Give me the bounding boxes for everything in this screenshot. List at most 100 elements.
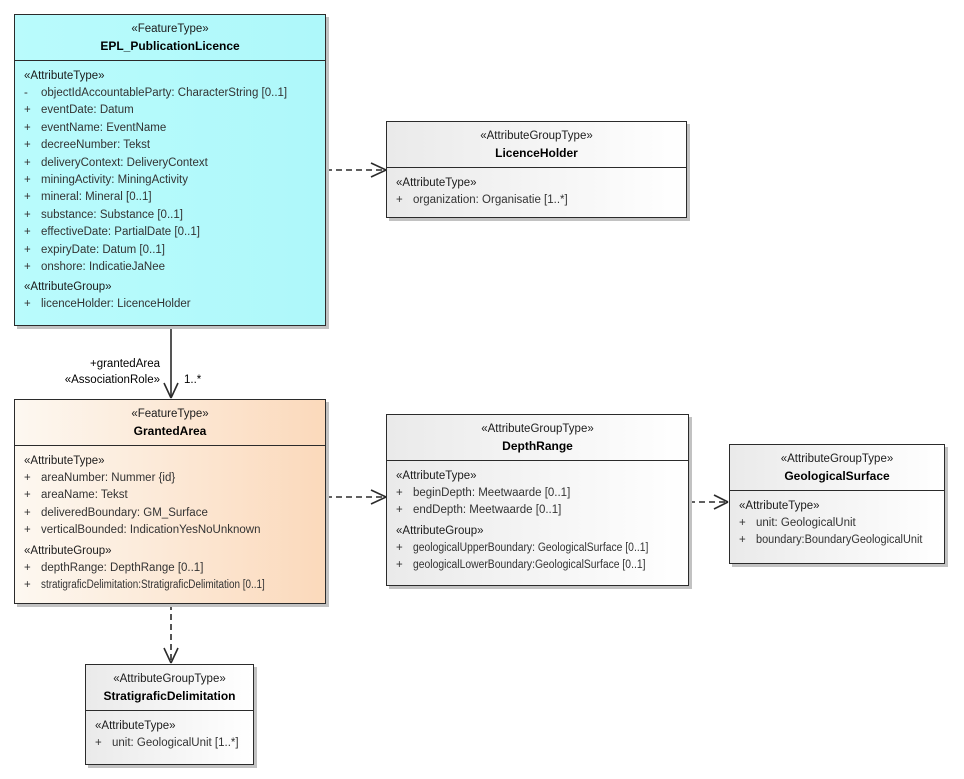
attribute-text: stratigraficDelimitation:StratigraficDel… [41,579,265,592]
association-multiplicity-label: 1..* [184,374,202,386]
attribute-row: + unit: GeologicalUnit [730,515,944,532]
box-name: EPL_PublicationLicence [100,39,240,53]
attribute-text: unit: GeologicalUnit [756,517,856,529]
attribute-row: + depthRange: DepthRange [0..1] [15,560,325,577]
attribute-row: + eventDate: Datum [15,102,325,119]
visibility-marker: + [24,261,31,274]
attribute-row: + endDepth: Meetwaarde [0..1] [387,502,688,519]
attribute-row: + unit: GeologicalUnit [1..*] [86,735,253,752]
attribute-text: onshore: IndicatieJaNee [41,261,166,274]
attribute-text: expiryDate: Datum [0..1] [41,243,165,256]
connector-depthrange-to-geologicalsurface[interactable] [689,494,729,510]
attribute-row: +expiryDate: Datum [0..1] [15,242,325,259]
box-name: LicenceHolder [495,146,578,160]
box-header: «AttributeGroupType» DepthRange [387,415,688,461]
connector-grantedarea-to-stratigraficdelimitation[interactable] [163,604,179,664]
attribute-text: beginDepth: Meetwaarde [0..1] [413,487,571,499]
attribute-text: eventName: EventName [41,121,167,134]
attribute-row: + mineral: Mineral [0..1] [15,189,325,206]
visibility-marker: + [24,208,31,221]
attribute-row: + effectiveDate: PartialDate [0..1] [15,224,325,241]
class-box-epl-publicationlicence[interactable]: «FeatureType» EPL_PublicationLicence «At… [14,14,326,326]
association-stereotype-label: «AssociationRole» [64,374,160,386]
section-header: «AttributeType» [396,470,477,482]
section-header: «AttributeGroup» [24,281,112,294]
stereotype-label: «FeatureType» [131,408,209,420]
attribute-text: areaName: Tekst [41,489,128,502]
attribute-row: + beginDepth: Meetwaarde [0..1] [387,485,688,502]
attribute-text: verticalBounded: IndicationYesNoUnknown [41,524,261,537]
attribute-row: +boundary:BoundaryGeologicalUnit [730,532,944,549]
attribute-row: +organization: Organisatie [1..*] [387,192,686,209]
attribute-row: +geologicalLowerBoundary:GeologicalSurfa… [387,557,688,574]
attribute-row: + miningActivity: MiningActivity [15,172,325,189]
attribute-text: mineral: Mineral [0..1] [41,191,152,204]
attribute-text: depthRange: DepthRange [0..1] [41,561,204,574]
attribute-text: effectiveDate: PartialDate [0..1] [41,226,200,239]
visibility-marker: + [396,504,403,517]
stereotype-label: «AttributeGroupType» [481,423,594,435]
attribute-row: +decreeNumber: Tekst [15,137,325,154]
visibility-marker: + [24,121,31,134]
visibility-marker: + [24,506,31,519]
attribute-text: deliveryContext: DeliveryContext [41,156,208,169]
attribute-text: organization: Organisatie [1..*] [413,194,568,206]
attribute-row: + geologicalUpperBoundary: GeologicalSurf… [387,540,688,557]
section-header: «AttributeType» [739,500,820,512]
attribute-text: miningActivity: MiningActivity [41,174,188,187]
attribute-text: boundary:BoundaryGeologicalUnit [756,534,923,547]
class-box-geologicalsurface[interactable]: «AttributeGroupType» GeologicalSurface «… [729,444,945,564]
visibility-marker: + [24,226,31,239]
attribute-text: endDepth: Meetwaarde [0..1] [413,504,562,517]
attribute-row: + deliveredBoundary: GM_Surface [15,505,325,522]
visibility-marker: + [396,541,403,554]
visibility-marker: + [24,472,31,484]
stereotype-label: «AttributeGroupType» [480,130,593,142]
section-header: «AttributeType» [24,455,105,467]
visibility-marker: + [24,191,31,204]
class-box-stratigraficdelimitation[interactable]: «AttributeGroupType» StratigraficDelimit… [85,664,254,765]
attribute-row: +licenceHolder: LicenceHolder [15,296,325,313]
visibility-marker: + [24,174,31,187]
attribute-row: + eventName: EventName [15,120,325,137]
box-name: GrantedArea [133,424,207,438]
box-body: «AttributeType» + unit: GeologicalUnit +b… [730,491,944,554]
attribute-text: decreeNumber: Tekst [41,139,151,152]
box-name: StratigraficDelimitation [103,689,236,703]
section-header: «AttributeGroup» [24,544,112,557]
attribute-text: areaNumber: Nummer {id} [41,472,176,484]
connector-epl-to-grantedarea[interactable] [163,326,179,399]
box-body: «AttributeType» +organization: Organisat… [387,168,686,213]
visibility-marker: + [24,104,31,117]
visibility-marker: - [24,87,28,99]
visibility-marker: + [24,579,31,592]
box-name: GeologicalSurface [784,469,890,483]
visibility-marker: + [396,487,403,499]
class-box-depthrange[interactable]: «AttributeGroupType» DepthRange «Attribu… [386,414,689,586]
connector-grantedarea-to-depthrange[interactable] [326,489,387,505]
box-body: «AttributeType» -objectIdAccountablePart… [15,61,325,318]
attribute-text: eventDate: Datum [41,104,134,117]
visibility-marker: + [95,737,102,749]
class-box-grantedarea[interactable]: «FeatureType» GrantedArea «AttributeType… [14,399,326,604]
section-header: «AttributeType» [95,720,176,732]
attribute-text: geologicalLowerBoundary:GeologicalSurfac… [413,559,646,572]
box-header: «AttributeGroupType» LicenceHolder [387,122,686,168]
section-header: «AttributeType» [24,70,105,82]
box-body: «AttributeType» + beginDepth: Meetwaarde … [387,461,688,579]
visibility-marker: + [24,298,31,311]
attribute-row: -objectIdAccountableParty: CharacterStri… [15,85,325,102]
attribute-row: + areaNumber: Nummer {id} [15,470,325,487]
connector-epl-to-licenceholder[interactable] [326,162,387,178]
attribute-text: geologicalUpperBoundary: GeologicalSurfa… [413,541,649,554]
visibility-marker: + [24,489,31,502]
attribute-text: deliveredBoundary: GM_Surface [41,506,208,519]
visibility-marker: + [24,561,31,574]
attribute-row: + areaName: Tekst [15,487,325,504]
attribute-text: unit: GeologicalUnit [1..*] [112,737,239,749]
attribute-row: +verticalBounded: IndicationYesNoUnknown [15,522,325,539]
class-box-licenceholder[interactable]: «AttributeGroupType» LicenceHolder «Attr… [386,121,687,218]
box-body: «AttributeType» + areaNumber: Nummer {id}… [15,446,325,598]
visibility-marker: + [739,517,746,529]
